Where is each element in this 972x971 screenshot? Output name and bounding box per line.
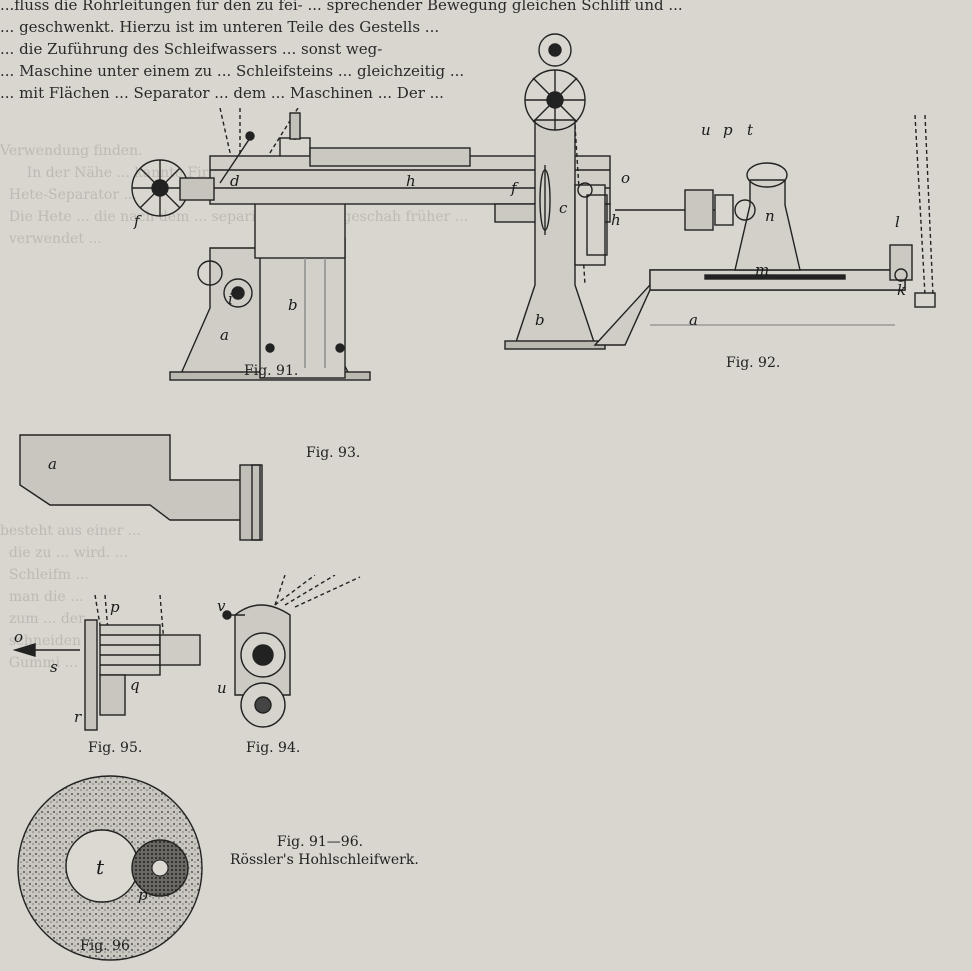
- figure-96-label: Fig. 96: [80, 938, 130, 954]
- figure-93-drawing: a: [19, 434, 263, 541]
- fig92-letter-t: t: [747, 121, 754, 139]
- fig92-letter-p: p: [723, 121, 733, 139]
- fig95-letter-s: s: [50, 658, 58, 676]
- caption-line-2: Rössler's Hohlschleifwerk.: [230, 852, 419, 868]
- figure-95-drawing: p o s r q: [12, 594, 201, 731]
- fig91-letter-d: d: [230, 172, 240, 190]
- fig91-letter-h: h: [406, 172, 416, 190]
- top-text-line-5: ... mit Flächen ... Separator ... dem ..…: [0, 84, 444, 102]
- fig92-letter-b: b: [535, 311, 545, 329]
- figure-94-label: Fig. 94.: [246, 740, 301, 756]
- fig95-letter-r: r: [74, 708, 82, 726]
- fig94-letter-u: u: [217, 679, 227, 697]
- fig92-letter-n: n: [765, 207, 775, 225]
- fig95-letter-o: o: [14, 628, 23, 646]
- fig95-letter-q: q: [130, 676, 140, 694]
- fig92-letter-f: f: [510, 179, 519, 197]
- caption-line-1: Fig. 91—96.: [276, 834, 364, 850]
- figure-96-drawing: t p: [17, 775, 203, 961]
- fig91-letter-f: f: [133, 212, 142, 230]
- fig92-letter-k: k: [897, 281, 906, 299]
- fig95-letter-p: p: [110, 598, 120, 616]
- top-text-line-1: ...fluss die Rohrleitungen für den zu fe…: [0, 0, 683, 14]
- fig92-letter-u: u: [701, 121, 711, 139]
- figure-95-label: Fig. 95.: [88, 740, 143, 756]
- figure-92-drawing: f c h b a o u p t n m l k: [504, 33, 936, 350]
- figure-92-label: Fig. 92.: [726, 355, 781, 371]
- figure-93-label: Fig. 93.: [306, 445, 361, 461]
- figure-91-drawing: d f h a b i: [131, 108, 611, 381]
- fig91-letter-b: b: [288, 296, 298, 314]
- figure-caption: Fig. 91—96. Rössler's Hohlschleifwerk.: [230, 833, 419, 869]
- top-text-line-2: ... geschwenkt. Hierzu ist im unteren Te…: [0, 18, 440, 36]
- fig91-letter-i: i: [228, 290, 233, 308]
- figure-91-label: Fig. 91.: [244, 363, 299, 379]
- fig92-letter-l: l: [895, 213, 900, 231]
- fig96-letter-p: p: [138, 886, 148, 904]
- fig92-letter-m: m: [755, 261, 769, 279]
- fig96-letter-t: t: [96, 855, 105, 879]
- top-text-line-4: ... Maschine unter einem zu ... Schleifs…: [0, 62, 465, 80]
- top-text-line-3: ... die Zuführung des Schleifwassers ...…: [0, 40, 383, 58]
- fig92-letter-a: a: [689, 311, 698, 329]
- fig91-letter-a: a: [220, 326, 229, 344]
- fig92-letter-c: c: [559, 199, 568, 217]
- fig92-letter-o: o: [621, 169, 630, 187]
- fig94-letter-v: v: [217, 597, 226, 615]
- fig93-letter-a: a: [48, 455, 57, 473]
- figure-94-drawing: v u: [217, 575, 361, 728]
- fig92-letter-h: h: [611, 211, 621, 229]
